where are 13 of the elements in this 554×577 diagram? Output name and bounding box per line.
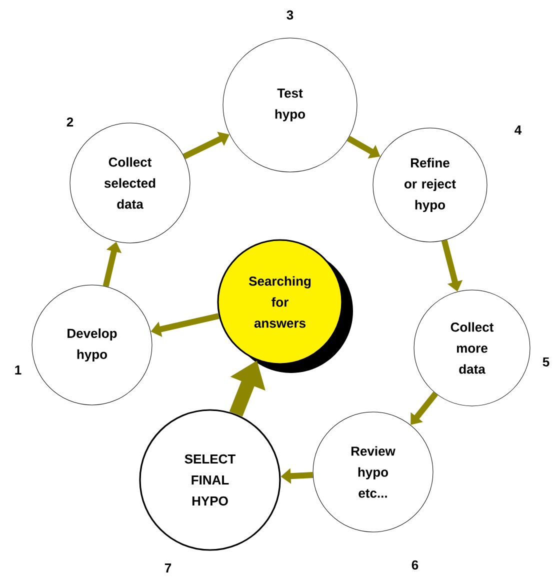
arrow	[410, 392, 438, 425]
circle-node: SELECT FINAL HYPO	[139, 409, 281, 551]
step-number: 3	[286, 10, 294, 20]
step-number: 1	[15, 366, 22, 374]
circle-node: Develop hypo	[32, 284, 152, 406]
step-number: 6	[412, 560, 418, 570]
step-number: 5	[542, 357, 550, 367]
circle-node: Collect more data	[414, 290, 530, 406]
step-number: 4	[514, 126, 522, 134]
circle-node: Refine or reject hypo	[372, 128, 488, 242]
circle-node: Review hypo etc...	[312, 412, 434, 532]
step-number: 7	[164, 564, 172, 572]
circle-node: Test hypo	[222, 38, 358, 172]
